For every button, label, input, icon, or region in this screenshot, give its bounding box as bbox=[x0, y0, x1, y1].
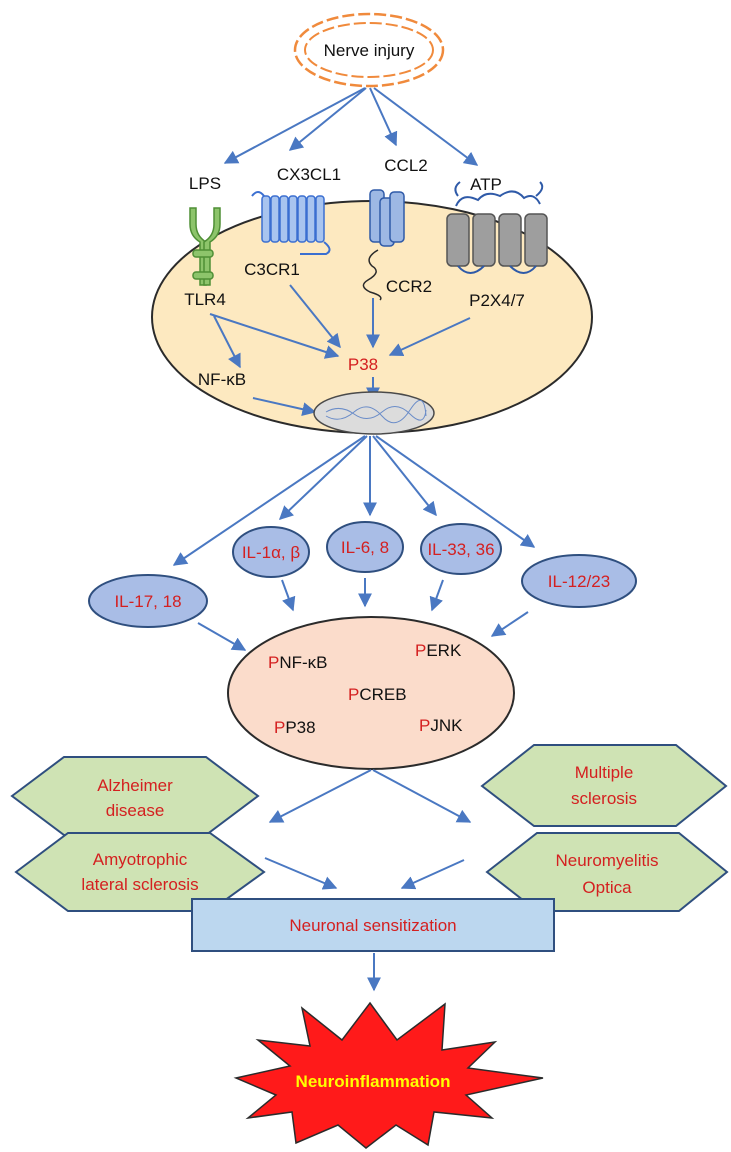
alzheimer-line1: Alzheimer bbox=[97, 776, 173, 795]
nucleus-to-cytokine-arrows bbox=[172, 435, 536, 566]
als-line1: Amyotrophic bbox=[93, 850, 188, 869]
disease-alzheimer: Alzheimer disease bbox=[10, 756, 260, 836]
p-jnk-label: PJNK bbox=[419, 716, 463, 735]
nerve-injury-label: Nerve injury bbox=[324, 41, 415, 60]
ccr2-receptor-icon bbox=[369, 189, 405, 247]
phospho-to-disease-arrows bbox=[264, 769, 472, 890]
p2x-receptor-icon bbox=[446, 181, 548, 274]
disease-multiple-sclerosis: Multiple sclerosis bbox=[480, 744, 728, 827]
cytokine-il1: IL-1α, β bbox=[232, 526, 310, 578]
ccr2-tail bbox=[362, 249, 382, 301]
cx3cl1-label: CX3CL1 bbox=[277, 165, 341, 184]
c3cr1-receptor-icon bbox=[251, 191, 331, 255]
atp-label: ATP bbox=[470, 175, 502, 194]
disease-als: Amyotrophic lateral sclerosis bbox=[14, 832, 266, 912]
nucleus bbox=[313, 391, 435, 435]
sensitization-label: Neuronal sensitization bbox=[289, 916, 456, 935]
neuroinflammation-burst: Neuroinflammation bbox=[233, 1001, 544, 1149]
il33-label: IL-33, 36 bbox=[427, 540, 494, 559]
cytokine-to-phospho-arrows bbox=[197, 578, 529, 651]
cytokine-il33: IL-33, 36 bbox=[420, 523, 502, 575]
il12-label: IL-12/23 bbox=[548, 572, 610, 591]
p-nfkb-label: PNF-κB bbox=[268, 653, 328, 672]
tlr4-receptor-icon bbox=[189, 207, 221, 286]
intracellular-arrows bbox=[209, 284, 471, 417]
p-erk-label: PERK bbox=[415, 641, 462, 660]
c3cr1-label: C3CR1 bbox=[244, 260, 300, 279]
p-creb-label: PCREB bbox=[348, 685, 407, 704]
nfkb-label: NF-κB bbox=[198, 370, 246, 389]
phospho-signaling-node bbox=[227, 616, 515, 770]
dna-icon bbox=[325, 400, 427, 424]
nerve-injury-node: Nerve injury bbox=[293, 12, 445, 88]
cytokine-il17: IL-17, 18 bbox=[88, 574, 208, 628]
als-line2: lateral sclerosis bbox=[81, 875, 198, 894]
ccl2-label: CCL2 bbox=[384, 156, 427, 175]
neuroinflammation-label: Neuroinflammation bbox=[296, 1072, 451, 1091]
injury-arrows bbox=[223, 87, 479, 166]
ms-line2: sclerosis bbox=[571, 789, 637, 808]
nmo-line1: Neuromyelitis bbox=[556, 851, 659, 870]
alzheimer-line2: disease bbox=[106, 801, 165, 820]
disease-nmo: Neuromyelitis Optica bbox=[485, 832, 729, 912]
il6-label: IL-6, 8 bbox=[341, 538, 389, 557]
lps-label: LPS bbox=[189, 174, 221, 193]
ccr2-label: CCR2 bbox=[386, 277, 432, 296]
nmo-line2: Optica bbox=[582, 878, 632, 897]
p2x-label: P2X4/7 bbox=[469, 291, 525, 310]
il17-label: IL-17, 18 bbox=[114, 592, 181, 611]
p-p38-label: PP38 bbox=[274, 718, 316, 737]
neuronal-sensitization-box: Neuronal sensitization bbox=[191, 898, 555, 952]
tlr4-label: TLR4 bbox=[184, 290, 226, 309]
ms-line1: Multiple bbox=[575, 763, 634, 782]
il1-label: IL-1α, β bbox=[242, 543, 301, 562]
p38-label: P38 bbox=[348, 355, 378, 374]
cytokine-il12: IL-12/23 bbox=[521, 554, 637, 608]
cytokine-il6: IL-6, 8 bbox=[326, 521, 404, 573]
